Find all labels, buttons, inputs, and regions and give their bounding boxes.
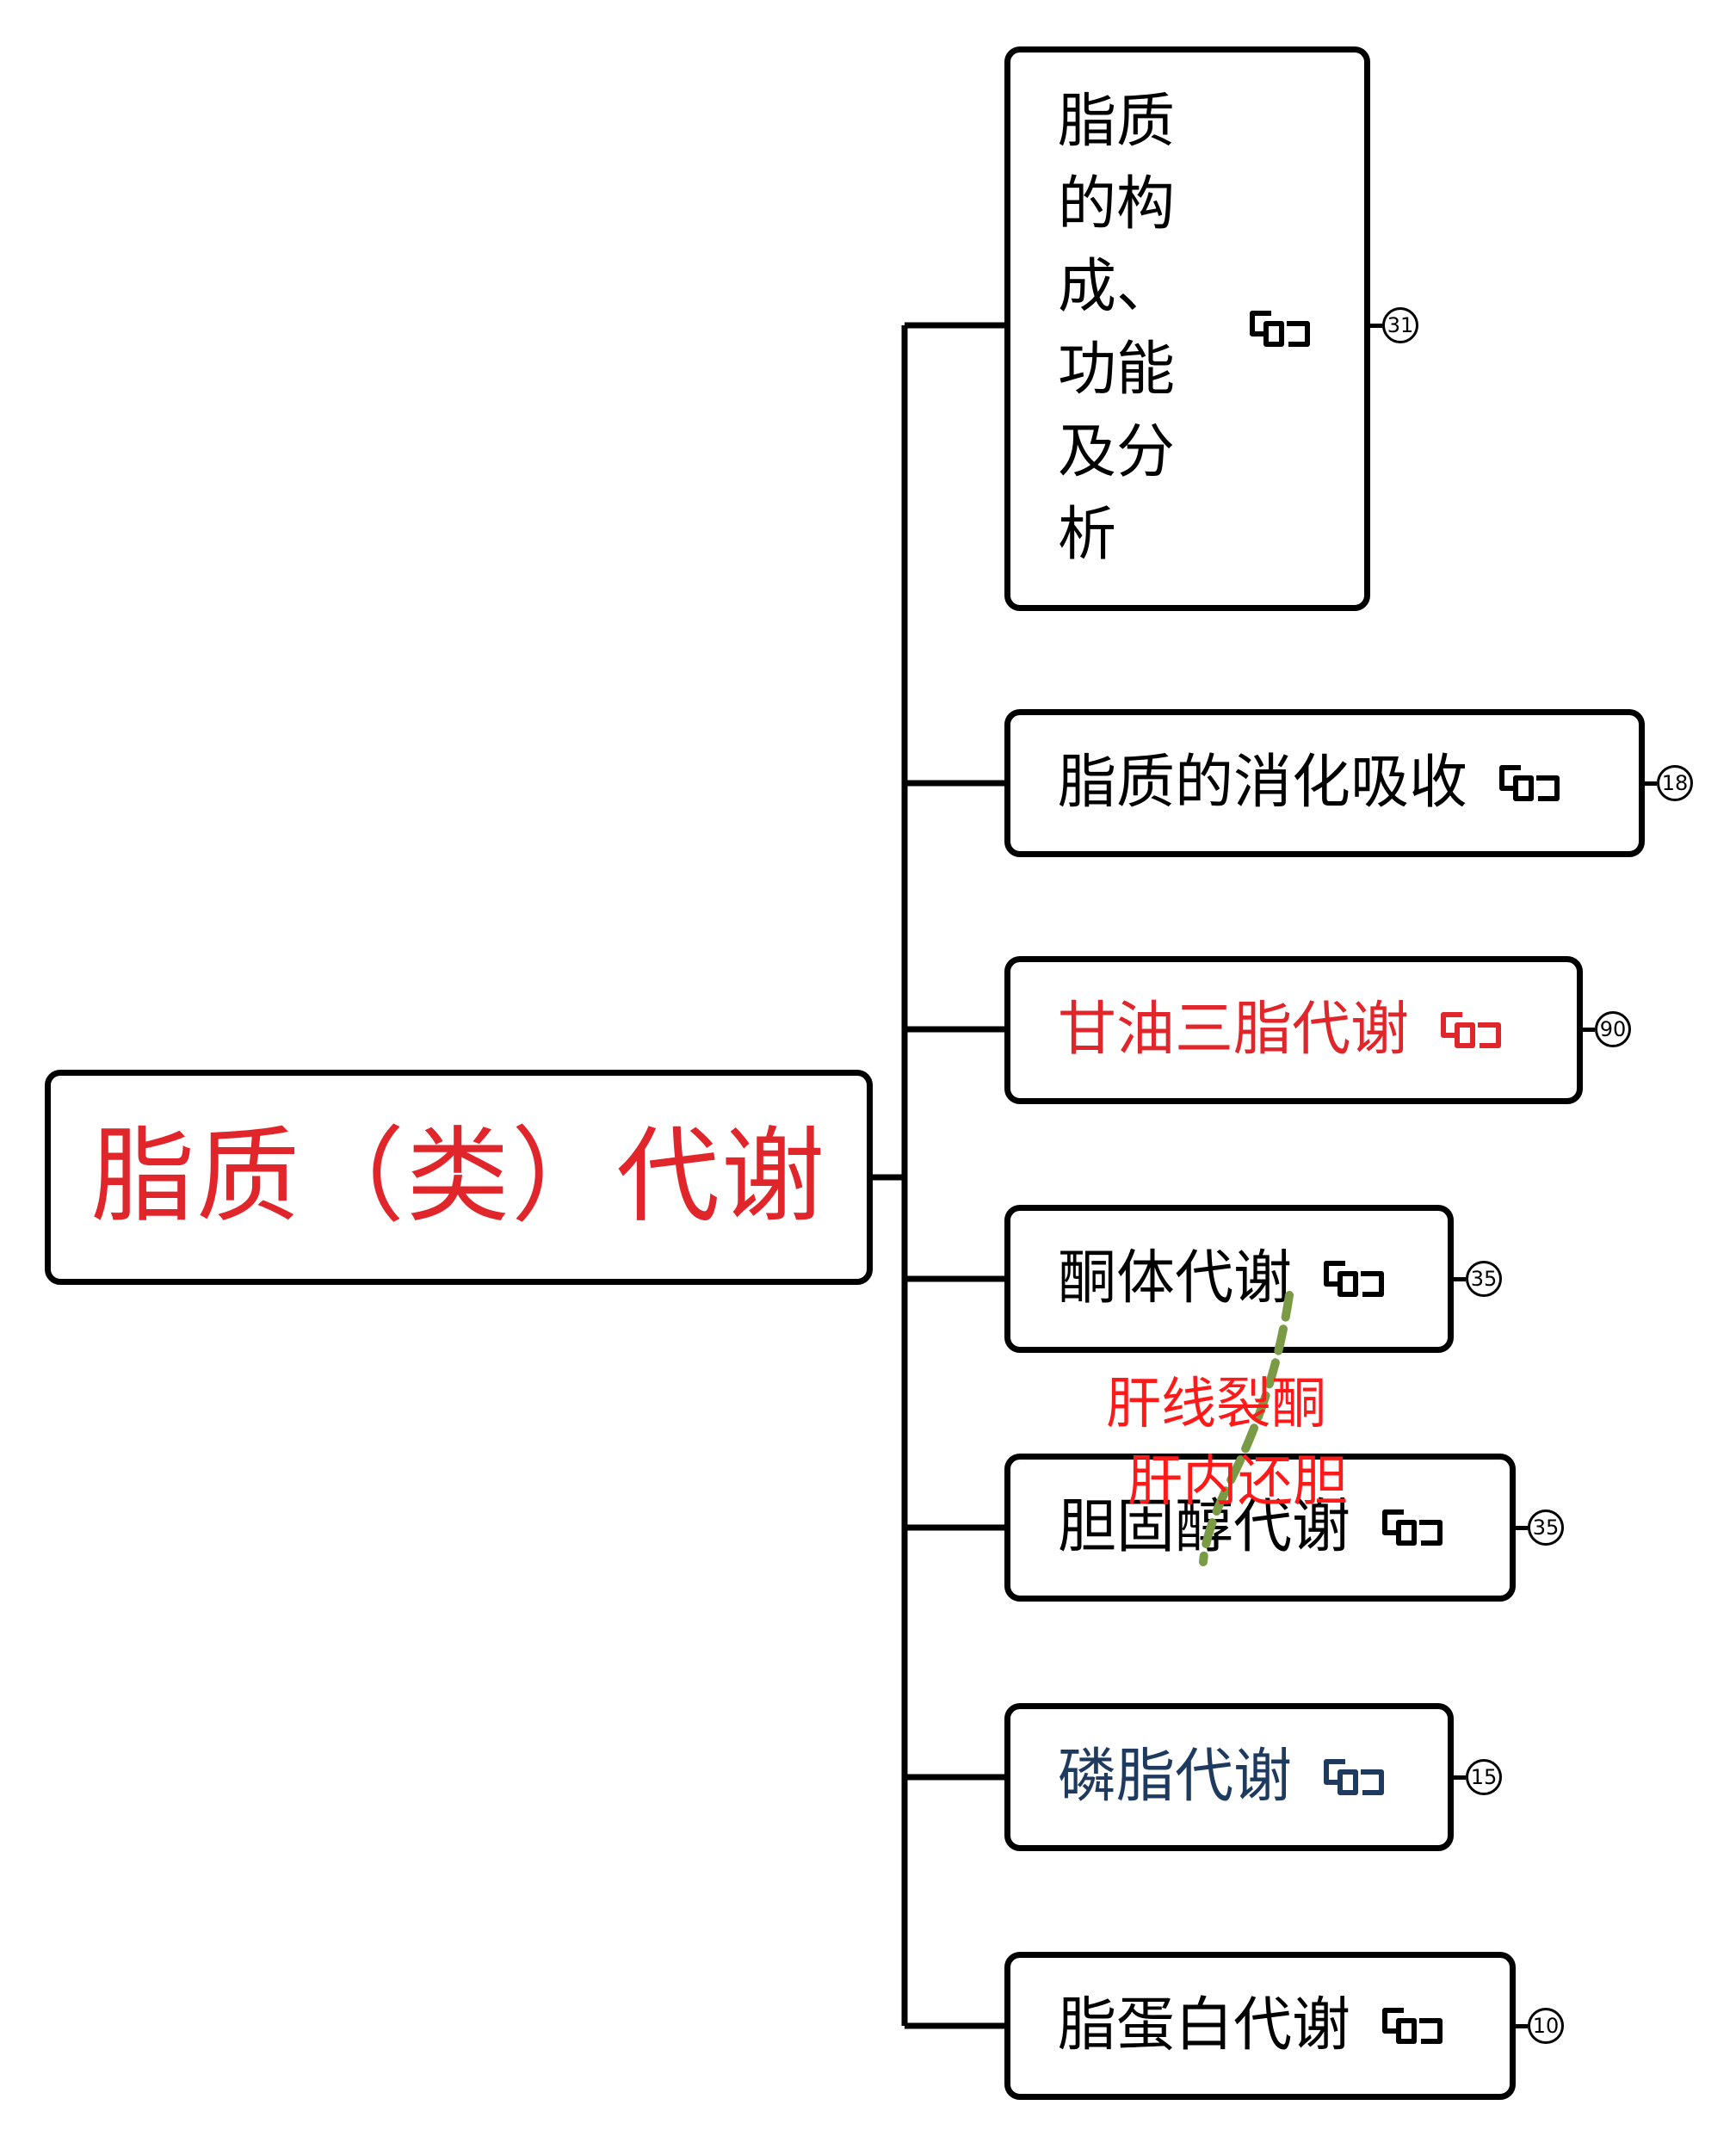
link-icon[interactable] bbox=[1497, 761, 1562, 806]
count-tick bbox=[1454, 1775, 1466, 1780]
count-tick bbox=[1645, 781, 1657, 786]
root-topic-label: 脂质（类）代谢 bbox=[91, 1117, 826, 1237]
link-icon[interactable] bbox=[1321, 1256, 1387, 1301]
link-icon[interactable] bbox=[1321, 1755, 1387, 1800]
topic-label: 脂质的构成、功能及分析 bbox=[1058, 88, 1176, 569]
count-tick bbox=[1583, 1028, 1595, 1032]
topic-label: 脂蛋白代谢 bbox=[1058, 1991, 1351, 2059]
count-tick bbox=[1370, 324, 1382, 328]
link-icon[interactable] bbox=[1438, 1008, 1504, 1053]
link-icon[interactable] bbox=[1247, 306, 1313, 351]
topic-label: 甘油三脂代谢 bbox=[1058, 996, 1410, 1064]
annotation-text: 肝内还胆 bbox=[1127, 1450, 1348, 1514]
count-badge[interactable]: 31 bbox=[1382, 307, 1418, 343]
count-badge[interactable]: 35 bbox=[1466, 1261, 1502, 1297]
count-badge[interactable]: 35 bbox=[1528, 1509, 1564, 1546]
count-badge[interactable]: 10 bbox=[1528, 2008, 1564, 2044]
root-topic[interactable]: 脂质（类）代谢 bbox=[45, 1070, 873, 1285]
link-icon[interactable] bbox=[1380, 2003, 1445, 2048]
count-tick bbox=[1454, 1277, 1466, 1281]
topic-ketone-body-metabolism[interactable]: 酮体代谢 bbox=[1004, 1205, 1454, 1353]
topic-phospholipid-metabolism[interactable]: 磷脂代谢 bbox=[1004, 1703, 1454, 1851]
topic-lipid-composition[interactable]: 脂质的构成、功能及分析 bbox=[1004, 46, 1370, 611]
annotation-text: 肝线裂酮 bbox=[1106, 1373, 1326, 1436]
topic-lipoprotein-metabolism[interactable]: 脂蛋白代谢 bbox=[1004, 1952, 1516, 2100]
topic-label: 磷脂代谢 bbox=[1058, 1743, 1293, 1811]
topic-triglyceride-metabolism[interactable]: 甘油三脂代谢 bbox=[1004, 956, 1583, 1104]
count-tick bbox=[1516, 1526, 1528, 1530]
topic-lipid-digestion[interactable]: 脂质的消化吸收 bbox=[1004, 709, 1645, 857]
count-badge[interactable]: 15 bbox=[1466, 1759, 1502, 1795]
topic-label: 脂质的消化吸收 bbox=[1058, 749, 1468, 817]
count-badge[interactable]: 90 bbox=[1595, 1011, 1631, 1047]
topic-label: 酮体代谢 bbox=[1058, 1244, 1293, 1312]
count-badge[interactable]: 18 bbox=[1657, 765, 1693, 801]
link-icon[interactable] bbox=[1380, 1505, 1445, 1550]
count-tick bbox=[1516, 2024, 1528, 2028]
